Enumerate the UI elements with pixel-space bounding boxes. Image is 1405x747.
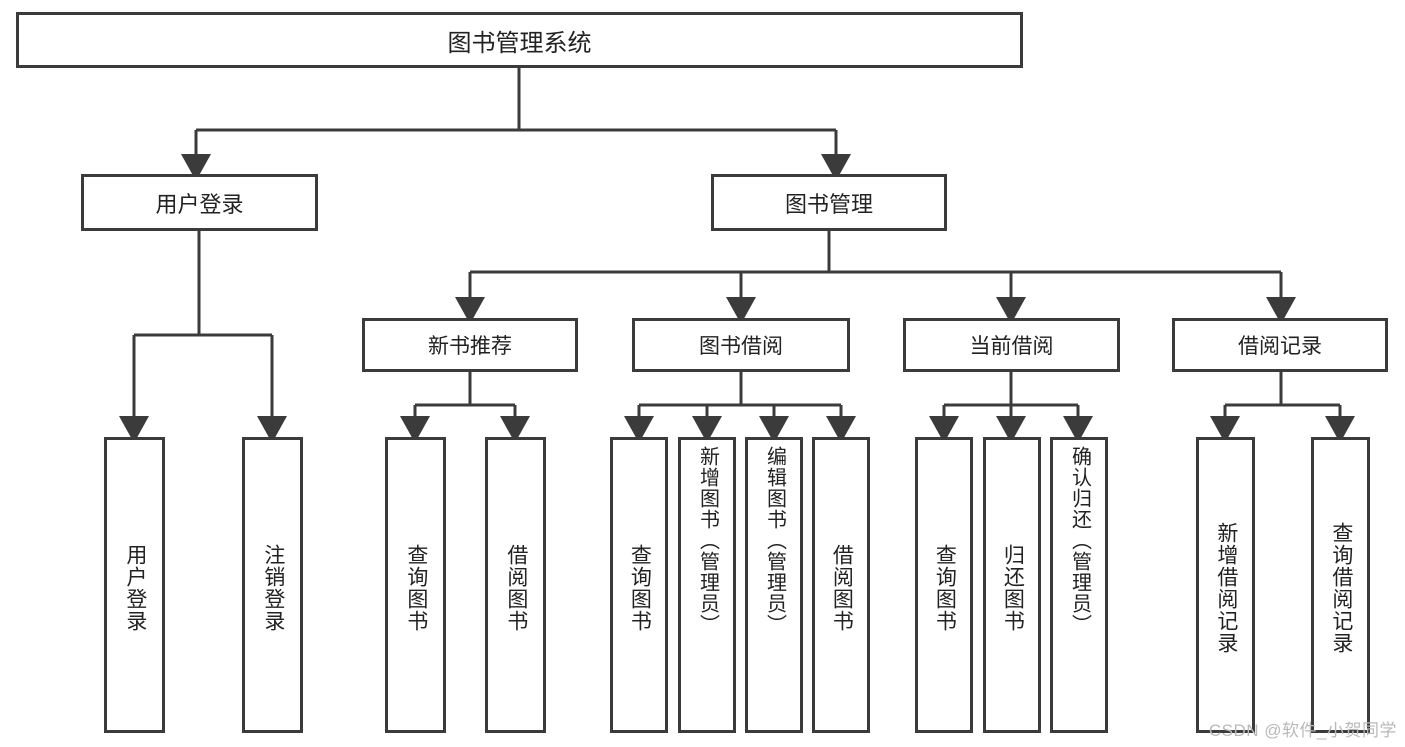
leaf-current-borrow-1[interactable]: 查询图书: [915, 437, 973, 733]
leaf-borrow-record-2[interactable]: 查询借阅记录: [1311, 437, 1370, 733]
node-book-manage-label: 图书管理: [784, 191, 873, 217]
node-root[interactable]: 图书管理系统: [16, 12, 1023, 68]
leaf-book-borrow-1[interactable]: 查询图书: [610, 437, 668, 733]
leaf-book-borrow-3-label: 编辑图书（管理员）: [763, 446, 786, 635]
node-book-manage[interactable]: 图书管理: [711, 174, 947, 231]
node-root-label: 图书管理系统: [447, 29, 592, 57]
node-borrow-record[interactable]: 借阅记录: [1172, 318, 1388, 372]
leaf-book-borrow-4-label: 借阅图书: [830, 544, 854, 632]
node-current-borrow[interactable]: 当前借阅: [903, 318, 1120, 372]
leaf-new-book-2-label: 借阅图书: [504, 544, 528, 632]
node-current-borrow-label: 当前借阅: [969, 335, 1054, 358]
leaf-book-borrow-2[interactable]: 新增图书（管理员）: [678, 437, 736, 733]
leaf-borrow-record-1-label: 新增借阅记录: [1214, 522, 1238, 654]
leaf-user-login-2-label: 注销登录: [261, 544, 285, 632]
leaf-book-borrow-4[interactable]: 借阅图书: [812, 437, 870, 733]
leaf-book-borrow-2-label: 新增图书（管理员）: [696, 446, 719, 635]
leaf-current-borrow-2[interactable]: 归还图书: [983, 437, 1041, 733]
leaf-user-login-1[interactable]: 用户登录: [104, 437, 165, 733]
leaf-new-book-1-label: 查询图书: [404, 544, 428, 632]
node-book-borrow-label: 图书借阅: [699, 335, 783, 358]
leaf-borrow-record-2-label: 查询借阅记录: [1329, 522, 1353, 654]
node-book-borrow[interactable]: 图书借阅: [632, 318, 850, 372]
node-borrow-record-label: 借阅记录: [1238, 335, 1322, 358]
leaf-user-login-1-label: 用户登录: [123, 544, 147, 632]
node-user-login[interactable]: 用户登录: [81, 174, 318, 231]
node-new-book-recommend-label: 新书推荐: [428, 335, 512, 358]
leaf-current-borrow-3[interactable]: 确认归还（管理员）: [1050, 437, 1108, 733]
node-user-login-label: 用户登录: [155, 191, 244, 217]
leaf-new-book-1[interactable]: 查询图书: [385, 437, 446, 733]
leaf-new-book-2[interactable]: 借阅图书: [485, 437, 546, 733]
node-new-book-recommend[interactable]: 新书推荐: [362, 318, 578, 372]
leaf-user-login-2[interactable]: 注销登录: [242, 437, 303, 733]
csdn-watermark: CSDN @软件_小贺同学: [1208, 721, 1397, 740]
leaf-book-borrow-3[interactable]: 编辑图书（管理员）: [745, 437, 803, 733]
leaf-current-borrow-1-label: 查询图书: [933, 544, 957, 632]
leaf-current-borrow-3-label: 确认归还（管理员）: [1068, 446, 1091, 635]
leaf-borrow-record-1[interactable]: 新增借阅记录: [1196, 437, 1255, 733]
leaf-book-borrow-1-label: 查询图书: [628, 544, 652, 632]
leaf-current-borrow-2-label: 归还图书: [1001, 544, 1025, 632]
